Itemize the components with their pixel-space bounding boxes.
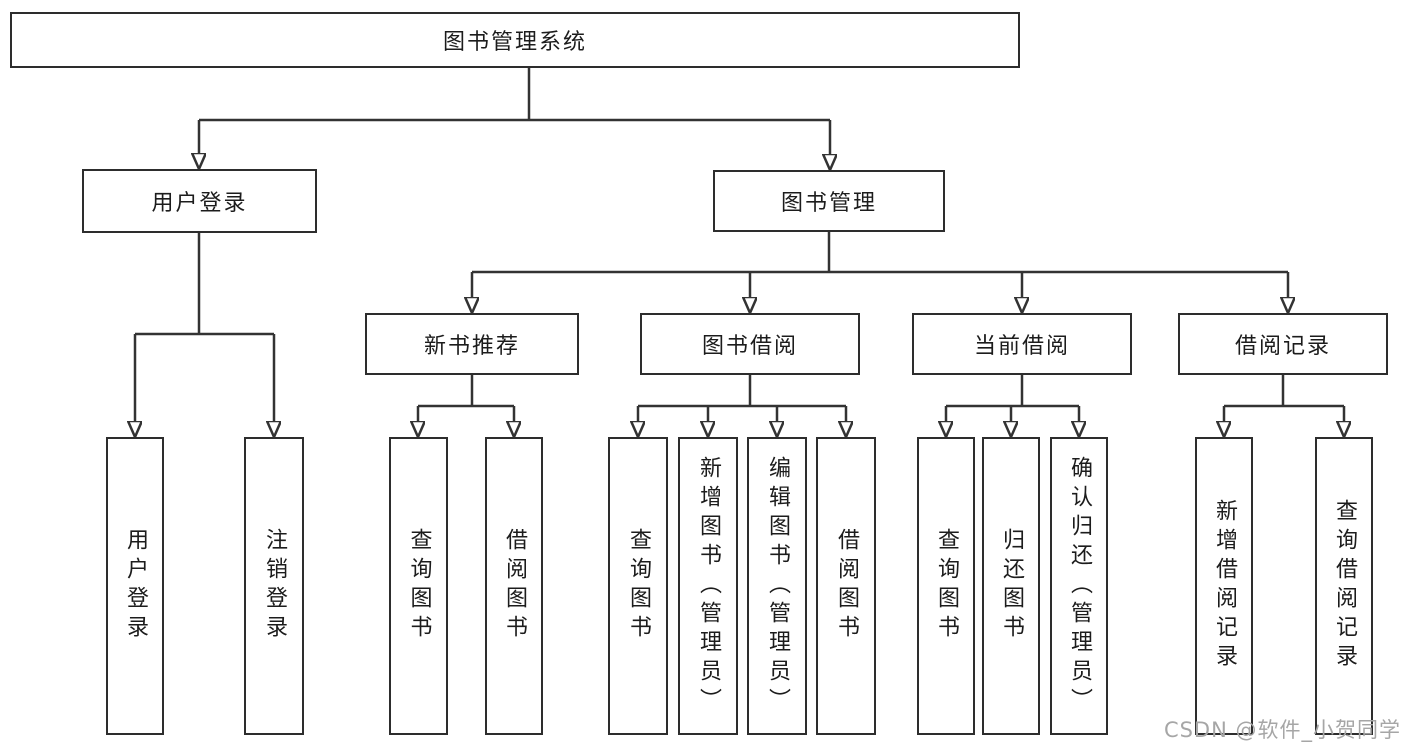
csdn-watermark: CSDN @软件_小贺同学 xyxy=(1163,718,1401,742)
leaf-return-book: 归还图书 xyxy=(982,437,1040,735)
node-root-library-system: 图书管理系统 xyxy=(10,12,1020,68)
leaf-add-book-admin: 新增图书（管理员） xyxy=(678,437,738,735)
node-current-borrow: 当前借阅 xyxy=(912,313,1132,375)
leaf-query-books-current: 查询图书 xyxy=(917,437,975,735)
node-user-login: 用户登录 xyxy=(82,169,317,233)
leaf-query-books-borrow: 查询图书 xyxy=(608,437,668,735)
leaf-user-login: 用户登录 xyxy=(106,437,164,735)
leaf-edit-book-admin: 编辑图书（管理员） xyxy=(747,437,807,735)
leaf-add-borrow-record: 新增借阅记录 xyxy=(1195,437,1253,735)
leaf-confirm-return-admin: 确认归还（管理员） xyxy=(1050,437,1108,735)
node-book-management: 图书管理 xyxy=(713,170,945,232)
node-book-borrow: 图书借阅 xyxy=(640,313,860,375)
leaf-logout: 注销登录 xyxy=(244,437,304,735)
leaf-query-borrow-record: 查询借阅记录 xyxy=(1315,437,1373,735)
leaf-query-books-recommend: 查询图书 xyxy=(389,437,448,735)
leaf-borrow-books: 借阅图书 xyxy=(816,437,876,735)
node-new-book-recommend: 新书推荐 xyxy=(365,313,579,375)
leaf-borrow-books-recommend: 借阅图书 xyxy=(485,437,543,735)
node-borrow-records: 借阅记录 xyxy=(1178,313,1388,375)
